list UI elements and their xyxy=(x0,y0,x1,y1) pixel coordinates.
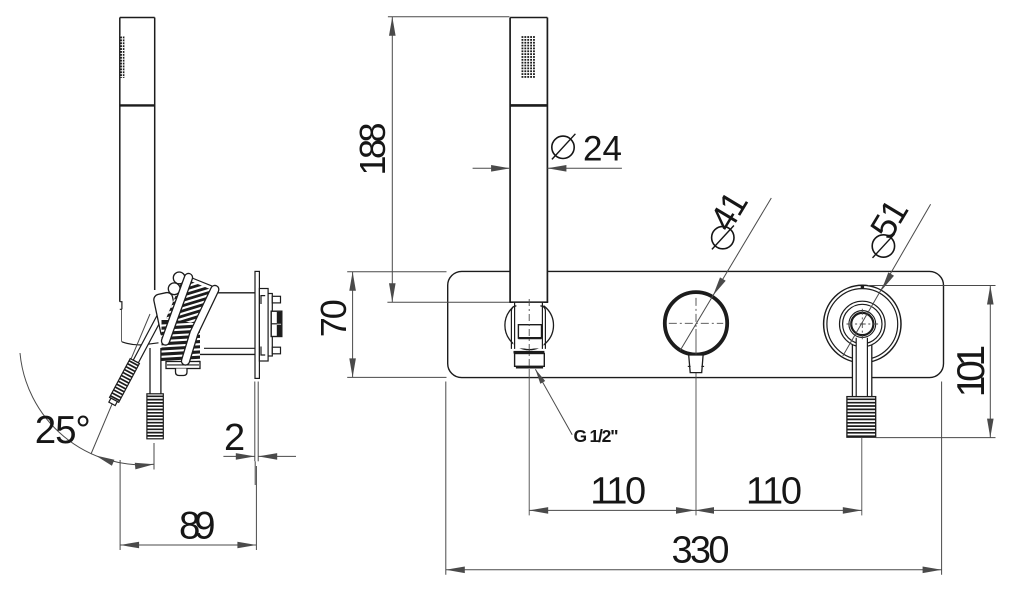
svg-text:188: 188 xyxy=(352,123,393,176)
svg-text:89: 89 xyxy=(179,504,216,547)
svg-text:110: 110 xyxy=(746,471,802,513)
svg-text:2: 2 xyxy=(224,417,245,459)
svg-text:70: 70 xyxy=(313,299,354,337)
svg-text:25°: 25° xyxy=(35,409,91,452)
svg-text:24: 24 xyxy=(583,130,622,169)
svg-text:110: 110 xyxy=(590,471,646,513)
svg-text:101: 101 xyxy=(950,345,993,398)
svg-text:G 1/2": G 1/2" xyxy=(574,426,619,446)
svg-text:330: 330 xyxy=(672,530,730,572)
